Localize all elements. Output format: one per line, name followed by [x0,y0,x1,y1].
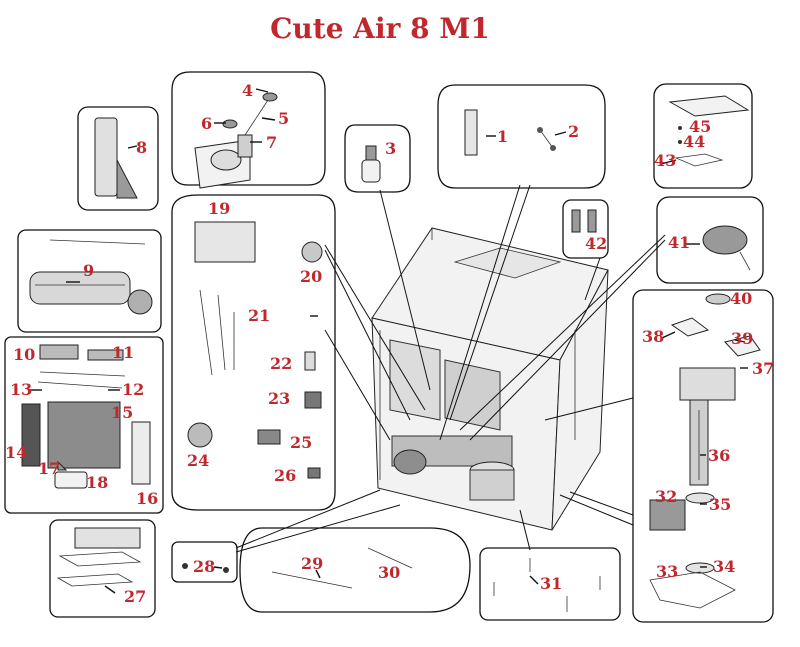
part-label-4: 4 [242,81,253,100]
remote-drawing [94,117,138,199]
group-box-sensor-28 [171,541,238,583]
part-label-14: 14 [5,443,27,462]
part-label-44: 44 [683,132,705,151]
part-label-12: 12 [122,380,144,399]
display-drawing [464,109,556,156]
brazier-drawing [21,344,151,489]
group-box-fan-assembly [171,71,326,186]
group-box-tangential-fan [17,229,162,333]
part-label-21: 21 [248,306,270,325]
part-label-11: 11 [112,343,134,362]
part-label-1: 1 [497,127,508,146]
callout-lines [235,184,666,553]
label-leaders [30,88,748,594]
part-label-24: 24 [187,451,209,470]
part-label-42: 42 [585,234,607,253]
part-label-5: 5 [278,109,289,128]
group-box-door-glass [653,83,753,189]
part-label-13: 13 [10,380,32,399]
part-label-20: 20 [300,267,322,286]
tangential-fan-drawing [29,239,153,315]
heater-body [371,227,609,531]
part-label-9: 9 [83,261,94,280]
group-box-display [437,84,606,189]
part-label-22: 22 [270,354,292,373]
group-box-pellet-feeder [632,289,774,623]
part-label-7: 7 [266,133,277,152]
group-box-screws [479,547,621,621]
group-box-brazier [4,336,164,514]
exhaust-fan-drawing [702,225,751,271]
part-label-15: 15 [111,403,133,422]
group-box-electronics [171,194,336,511]
part-number-labels: 1 2 3 4 5 6 7 8 9 10 11 12 13 14 15 16 1… [5,81,774,606]
part-label-34: 34 [713,557,735,576]
part-label-10: 10 [13,345,35,364]
part-label-38: 38 [642,327,664,346]
part-label-33: 33 [656,562,678,581]
group-box-remote [77,106,159,211]
pellet-feeder-drawing [649,293,761,609]
electronics-drawing [187,221,323,479]
diagram-title: Cute Air 8 M1 [270,12,490,45]
part-label-40: 40 [730,289,752,308]
part-label-19: 19 [208,199,230,218]
part-label-39: 39 [731,329,753,348]
part-label-6: 6 [201,114,212,133]
group-box-ash-pan [49,519,156,618]
ash-pan-drawing [56,527,142,587]
screws-drawing [493,558,601,612]
cover-42-drawing [571,209,597,233]
part-label-37: 37 [752,359,774,378]
part-label-43: 43 [654,151,676,170]
group-box-sensor [344,124,411,193]
sensor-28-drawing [182,563,229,573]
part-label-17: 17 [38,459,60,478]
part-label-45: 45 [689,117,711,136]
part-label-2: 2 [568,122,579,141]
part-label-30: 30 [378,563,400,582]
part-label-32: 32 [655,487,677,506]
part-label-36: 36 [708,446,730,465]
part-label-26: 26 [274,466,296,485]
part-label-25: 25 [290,433,312,452]
sensor-drawing [361,145,381,183]
part-label-16: 16 [136,489,158,508]
part-label-35: 35 [709,495,731,514]
part-label-29: 29 [301,554,323,573]
part-label-41: 41 [668,233,690,252]
part-label-8: 8 [136,138,147,157]
part-label-28: 28 [193,557,215,576]
group-box-cables [239,527,471,613]
part-label-18: 18 [86,473,108,492]
door-glass-drawing [668,95,750,167]
fan-assembly-drawing [194,92,278,189]
part-label-23: 23 [268,389,290,408]
part-label-27: 27 [124,587,146,606]
group-box-exhaust-fan [656,196,764,284]
part-label-3: 3 [385,139,396,158]
part-label-31: 31 [540,574,562,593]
cables-drawing [271,547,413,589]
group-box-heat-exchanger-cover [562,199,609,259]
